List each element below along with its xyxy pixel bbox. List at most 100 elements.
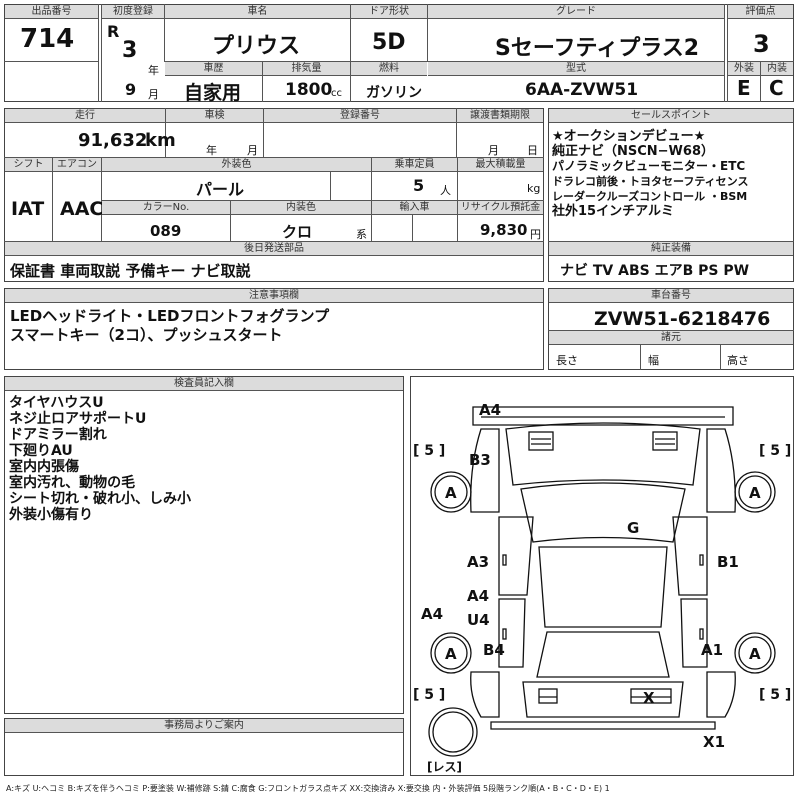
note-line: LEDヘッドライト・LEDフロントフォグランプ [10, 307, 330, 325]
sales-line: ドラレコ前後・トヨタセーフティセンス [552, 175, 749, 188]
inspector-line: 室内内張傷 [9, 459, 79, 475]
capacity-unit: 人 [440, 184, 451, 197]
mark-trunk: X [643, 689, 655, 707]
recycle-label: リサイクル預託金 [458, 201, 543, 215]
interior-color: クロ [282, 223, 313, 241]
mileage-label: 走行 [5, 109, 165, 123]
door-label: ドア形状 [351, 5, 427, 19]
length-label: 長さ [556, 354, 578, 367]
sales-points: ★オークションデビュー★ 純正ナビ（NSCN−W68） パノラミックビューモニタ… [552, 129, 792, 219]
tire-grade-front-right: [ 5 ] [759, 443, 791, 459]
lot-label: 出品番号 [5, 5, 98, 19]
tire-grade-front-left: [ 5 ] [413, 443, 445, 459]
transfer-month-unit: 月 [488, 144, 499, 157]
int-grade: C [769, 76, 784, 100]
inspector-notes: タイヤハウスU ネジ止ロアサポートU ドアミラー割れ 下廻りAU 室内内張傷 室… [9, 395, 399, 523]
grade-label: グレード [428, 5, 724, 19]
notes-text: LEDヘッドライト・LEDフロントフォグランプ スマートキー（2コ）、プッシュス… [10, 308, 540, 344]
tire-rear-right: A [749, 645, 761, 663]
name-label: 車名 [165, 5, 350, 19]
later-parts-label: 後日発送部品 [5, 242, 543, 256]
inspector-label: 検査員記入欄 [5, 377, 403, 391]
sales-line: 社外15インチアルミ [552, 204, 674, 219]
mark-front-bumper: A4 [479, 401, 501, 419]
insp-month-unit: 月 [247, 144, 258, 157]
top-section [4, 4, 794, 102]
mark-left-quarter: A4 [421, 605, 443, 623]
mark-right-rear-fender: A1 [701, 641, 723, 659]
disp-label: 排気量 [263, 62, 350, 76]
model-label: 型式 [428, 62, 724, 76]
load-unit: kg [527, 182, 541, 195]
transfer-day-unit: 日 [527, 144, 538, 157]
colorno-label: カラーNo. [102, 201, 230, 215]
damage-diagram: A4 B3 G A3 B1 A4 U4 A4 B4 A1 X X1 A A A … [410, 376, 794, 776]
insp-year-unit: 年 [206, 144, 217, 157]
tire-front-left: A [445, 484, 457, 502]
sales-line: パノラミックビューモニター・ETC [552, 159, 746, 173]
inspector-line: 外装小傷有り [9, 507, 93, 523]
shift-label: シフト [5, 158, 52, 172]
inspector-line: 室内汚れ、動物の毛 [9, 475, 136, 491]
width-label: 幅 [648, 354, 659, 367]
model-code: 6AA-ZVW51 [525, 80, 639, 100]
intcolor-label: 内装色 [231, 201, 371, 215]
recycle-unit: 円 [530, 228, 541, 241]
tire-front-right: A [749, 484, 761, 502]
year-unit: 年 [148, 64, 159, 77]
reg-year: 3 [122, 38, 138, 63]
inspection-label: 車検 [166, 109, 263, 123]
inspector-line: シート切れ・破れ小、しみ小 [9, 491, 191, 507]
equipment: ナビ TV ABS エアB PS PW [560, 263, 750, 279]
mark-left-front-door: A3 [467, 553, 489, 571]
era: R [107, 22, 120, 41]
transfer-label: 譲渡書類期限 [457, 109, 543, 123]
reg-month: 9 [125, 80, 137, 99]
mileage-unit: km [145, 130, 176, 151]
mark-rear-bumper: X1 [703, 733, 725, 751]
tire-rear-left: A [445, 645, 457, 663]
legend: A:キズ U:ヘコミ B:キズを伴うヘコミ P:要塗装 W:補修跡 S:錆 C:… [6, 784, 610, 793]
car-name: プリウス [212, 34, 301, 59]
exterior-color: パール [196, 180, 245, 199]
door-type: 5D [372, 30, 406, 55]
month-unit: 月 [148, 88, 159, 101]
inspector-line: ドアミラー割れ [9, 427, 107, 443]
later-parts: 保証書 車両取説 予備キー ナビ取説 [10, 262, 251, 280]
height-label: 高さ [727, 354, 749, 367]
mark-roof: G [627, 519, 639, 537]
office-label: 事務局よりご案内 [5, 719, 403, 733]
inspector-section [4, 376, 404, 714]
mark-left-rear-fender: B4 [483, 641, 505, 659]
grade: Sセーフティプラス2 [495, 36, 700, 61]
ac: AAC [60, 198, 104, 220]
tire-grade-rear-left: [ 5 ] [413, 687, 445, 703]
score: 3 [753, 30, 770, 58]
sales-line: ★オークションデビュー★ [552, 129, 706, 144]
mark-left-rear-door-a: A4 [467, 587, 489, 605]
mark-right-front-door: B1 [717, 553, 739, 571]
inspector-line: タイヤハウスU [9, 395, 104, 411]
sales-label: セールスポイント [549, 109, 793, 123]
capacity: 5 [413, 176, 425, 195]
color-label: 外装色 [102, 158, 371, 172]
score-label: 評価点 [728, 5, 793, 19]
lot-number: 714 [20, 24, 75, 54]
displacement: 1800 [285, 80, 333, 100]
sales-line: 純正ナビ（NSCN−W68） [552, 144, 714, 159]
fuel-label: 燃料 [351, 62, 427, 76]
intcolor-unit: 系 [356, 228, 367, 241]
inspector-line: ネジ止ロアサポートU [9, 411, 147, 427]
note-line: スマートキー（2コ）、プッシュスタート [10, 326, 283, 344]
ext-grade: E [737, 76, 751, 100]
mileage: 91,632 [78, 130, 148, 151]
capacity-label: 乗車定員 [372, 158, 457, 172]
shift: IAT [11, 198, 45, 220]
sales-line: レーダークルーズコントロール ・BSM [552, 190, 748, 203]
inspector-line: 下廻りAU [9, 443, 73, 459]
notes-label: 注意事項欄 [5, 289, 543, 303]
fuel: ガソリン [366, 85, 422, 101]
equip-label: 純正装備 [549, 242, 793, 256]
disp-unit: cc [331, 88, 342, 99]
color-number: 089 [150, 222, 182, 240]
